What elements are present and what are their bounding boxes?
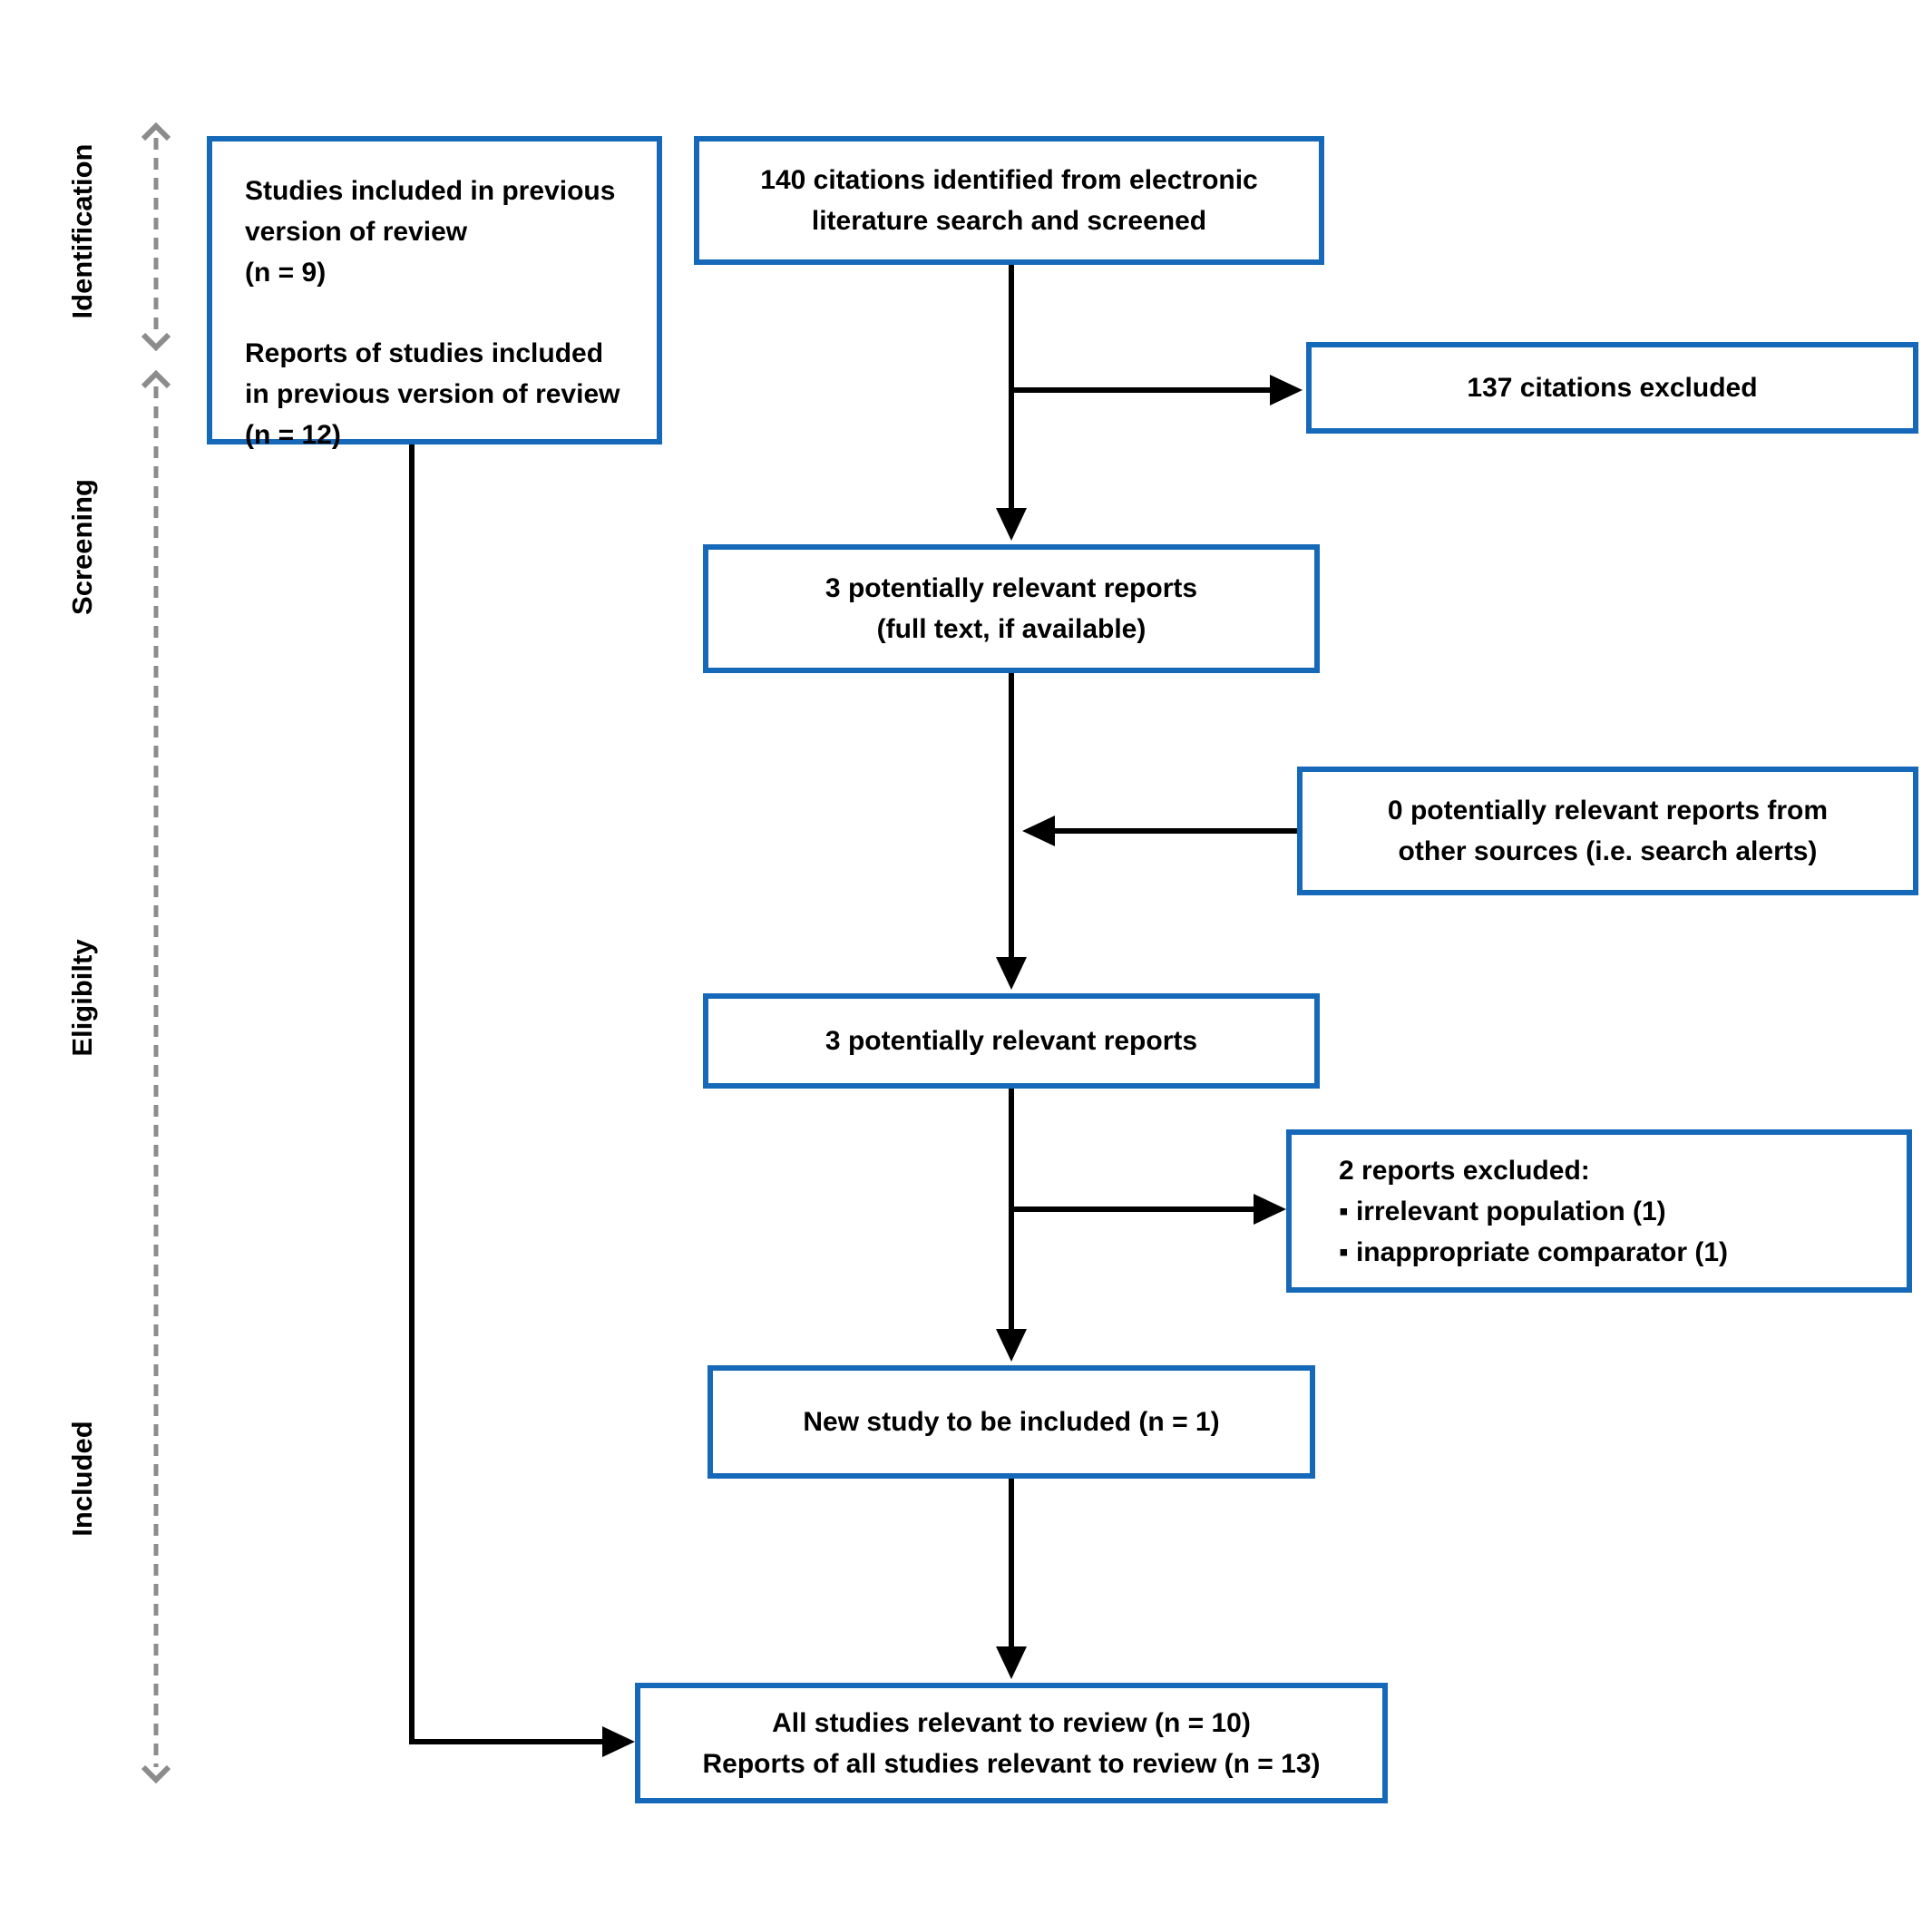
section-label-identification: Identification: [66, 143, 98, 319]
citations-excluded-text: 137 citations excluded: [1467, 373, 1758, 403]
relevant-reports-text: 3 potentially relevant reports: [825, 1026, 1198, 1056]
arrow-fulltext-to-relevant: [996, 673, 1027, 990]
chevron-down-icon: [141, 1764, 171, 1784]
section-label-screening: Screening: [66, 479, 98, 615]
new-study-text: New study to be included (n = 1): [803, 1407, 1220, 1437]
box-other-sources: 0 potentially relevant reports from othe…: [1297, 767, 1918, 895]
box-new-study: New study to be included (n = 1): [707, 1365, 1315, 1479]
arrow-branch-to-excluded-citations: [1011, 375, 1303, 405]
other-sources-text: 0 potentially relevant reports from othe…: [1387, 796, 1829, 866]
arrow-previous-to-allstudies: [409, 444, 635, 1757]
arrowhead-left-icon: [1022, 816, 1055, 846]
chevron-up-icon: [141, 122, 171, 142]
arrowhead-right-icon: [602, 1726, 635, 1757]
arrow-newstudy-to-allstudies: [996, 1479, 1027, 1679]
citations-identified-text: 140 citations identified from electronic…: [760, 165, 1258, 236]
arrow-identified-to-fulltext: [996, 265, 1027, 541]
box-fulltext-reports: 3 potentially relevant reports (full tex…: [703, 544, 1320, 673]
rail-arrow-identification: [141, 122, 171, 352]
arrow-relevant-to-newstudy: [996, 1089, 1027, 1362]
previous-version-studies-text: Studies included in previous version of …: [245, 176, 616, 288]
chevron-down-icon: [141, 332, 171, 352]
box-citations-identified: 140 citations identified from electronic…: [694, 136, 1324, 265]
previous-version-reports-text: Reports of studies included in previous …: [245, 338, 620, 450]
arrowhead-down-icon: [996, 508, 1027, 541]
chevron-up-icon: [141, 369, 171, 389]
box-citations-excluded: 137 citations excluded: [1306, 342, 1918, 434]
box-reports-excluded: 2 reports excluded: ▪ irrelevant populat…: [1286, 1129, 1912, 1293]
box-all-studies: All studies relevant to review (n = 10) …: [635, 1683, 1388, 1803]
rail-arrow-screening-included: [141, 369, 171, 1784]
section-label-included: Included: [66, 1421, 98, 1537]
reports-excluded-text: 2 reports excluded: ▪ irrelevant populat…: [1339, 1155, 1729, 1267]
arrowhead-down-icon: [996, 1329, 1027, 1362]
arrow-branch-to-excluded-reports: [1011, 1194, 1286, 1225]
arrowhead-right-icon: [1270, 375, 1303, 405]
box-relevant-reports: 3 potentially relevant reports: [703, 993, 1320, 1089]
arrowhead-right-icon: [1254, 1194, 1286, 1225]
arrowhead-down-icon: [996, 1646, 1027, 1679]
box-previous-version: Studies included in previous version of …: [207, 136, 662, 450]
arrow-other-sources-to-flow: [1022, 816, 1297, 846]
section-label-eligibility: Eligibilty: [66, 939, 98, 1057]
arrowhead-down-icon: [996, 957, 1027, 990]
all-studies-text: All studies relevant to review (n = 10) …: [702, 1707, 1321, 1779]
fulltext-reports-text: 3 potentially relevant reports (full tex…: [825, 573, 1198, 644]
